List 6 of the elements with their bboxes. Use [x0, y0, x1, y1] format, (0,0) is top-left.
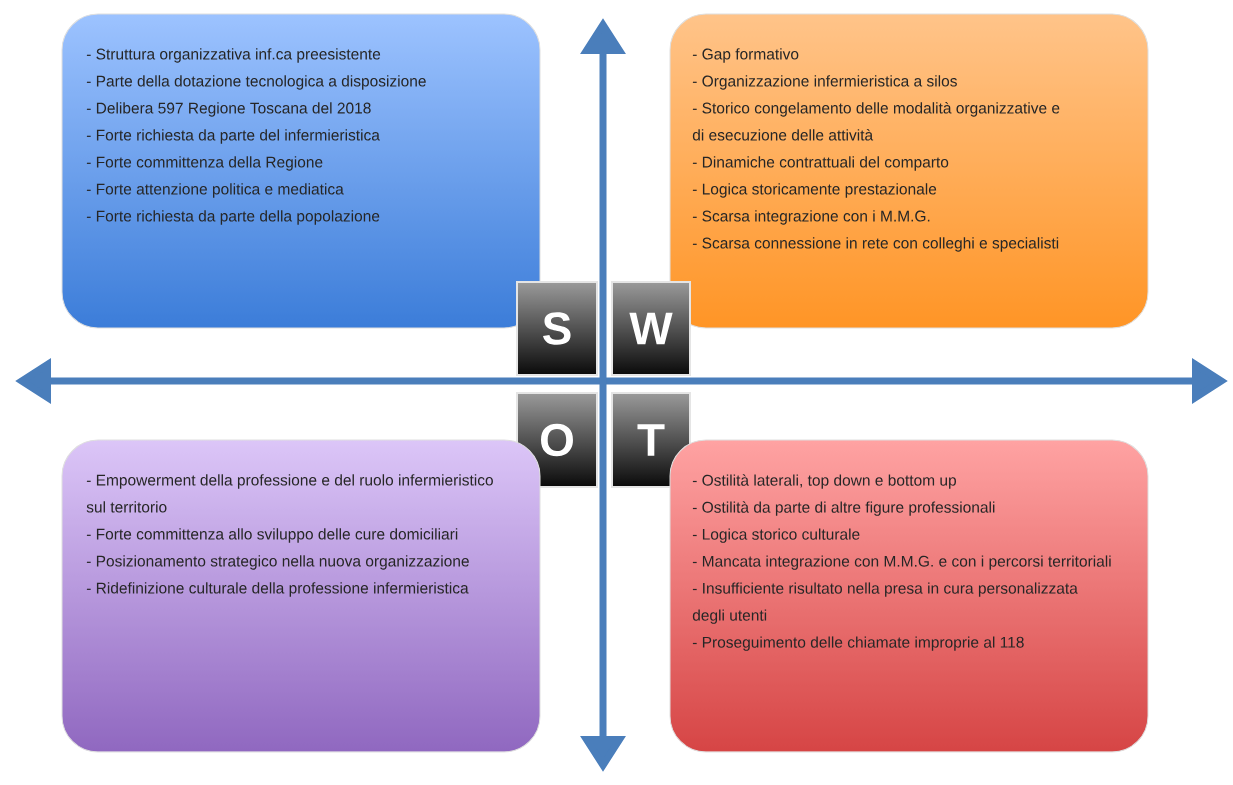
letter-tile: T: [611, 392, 691, 488]
quadrant-box: - Ostilità laterali, top down e bottom up - Ostilità da parte di altre figure professionali - Logica storico culturale - Mancata integrazione con M.M.G. e con i percorsi territoriali - Insufficiente risultato nella presa in cura personalizzata degli utenti - Proseguimento delle chiamate improprie al 118: [669, 439, 1149, 753]
quadrant-box: - Struttura organizzativa inf.ca preesistente - Parte della dotazione tecnologica a disposizione - Delibera 597 Regione Toscana del 2018 - Forte richiesta da parte del infermieristica - Forte committenza della Regione - Forte attenzione politica e mediatica - Forte richiesta da parte della popolazione: [61, 13, 541, 329]
quadrant-box: - Empowerment della professione e del ruolo infermieristico sul territorio - Forte committenza allo sviluppo delle cure domiciliari - Posizionamento strategico nella nuova organizzazione - Ridefinizione culturale della professione infermieristica: [61, 439, 541, 753]
letter-tile: W: [611, 281, 691, 376]
letter-tile: S: [516, 281, 598, 376]
